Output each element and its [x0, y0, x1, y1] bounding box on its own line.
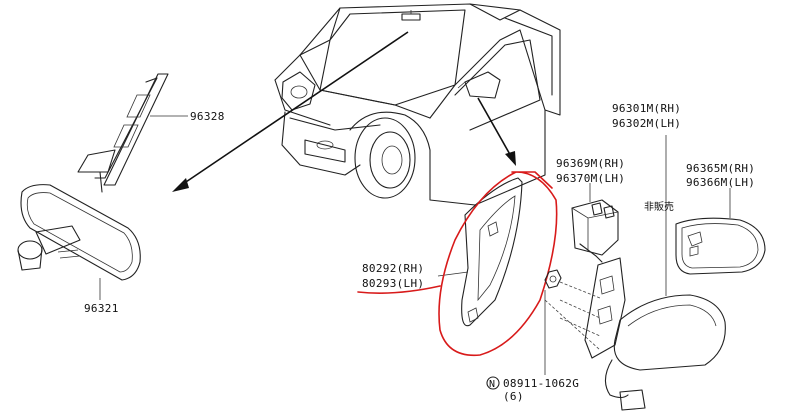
mirror-mounting-nut	[544, 269, 562, 375]
label-rearview-mirror: 96321	[84, 302, 119, 315]
nut-symbol-circle	[486, 376, 500, 390]
mirror-corner-cover	[437, 177, 523, 327]
arrow-to-rearview-mirror	[179, 31, 409, 187]
label-door-mirror-lh: 96302M(LH)	[612, 117, 681, 130]
rearview-mirror-bracket	[77, 73, 188, 193]
label-rearview-mirror-bracket: 96328	[190, 110, 225, 123]
door-mirror-assembly	[584, 135, 726, 411]
mirror-glass	[675, 188, 766, 275]
label-corner-cover-lh: 80293(LH)	[362, 277, 424, 290]
label-mirror-actuator-rh: 96369M(RH)	[556, 157, 625, 170]
label-mirror-nut: 08911-1062G	[503, 377, 579, 390]
highlight-underline	[357, 285, 441, 294]
highlight-circle	[438, 171, 558, 357]
arrow-head-rearview	[172, 178, 189, 192]
label-not-for-sale: 非販売	[644, 200, 674, 213]
label-mirror-actuator-lh: 96370M(LH)	[556, 172, 625, 185]
arrow-to-door-mirror	[477, 97, 513, 159]
label-mirror-nut-qty: (6)	[503, 390, 524, 403]
rearview-mirror	[17, 184, 141, 300]
arrow-head-door	[505, 151, 516, 166]
label-door-mirror-rh: 96301M(RH)	[612, 102, 681, 115]
mounting-guide-lines	[544, 281, 601, 351]
mirror-actuator	[571, 183, 619, 263]
callout-arrows	[172, 31, 516, 192]
label-nut-symbol: N	[489, 379, 495, 390]
label-mirror-glass-lh: 96366M(LH)	[686, 176, 755, 189]
label-mirror-glass-rh: 96365M(RH)	[686, 162, 755, 175]
car-illustration	[274, 3, 561, 206]
label-corner-cover-rh: 80292(RH)	[362, 262, 424, 275]
